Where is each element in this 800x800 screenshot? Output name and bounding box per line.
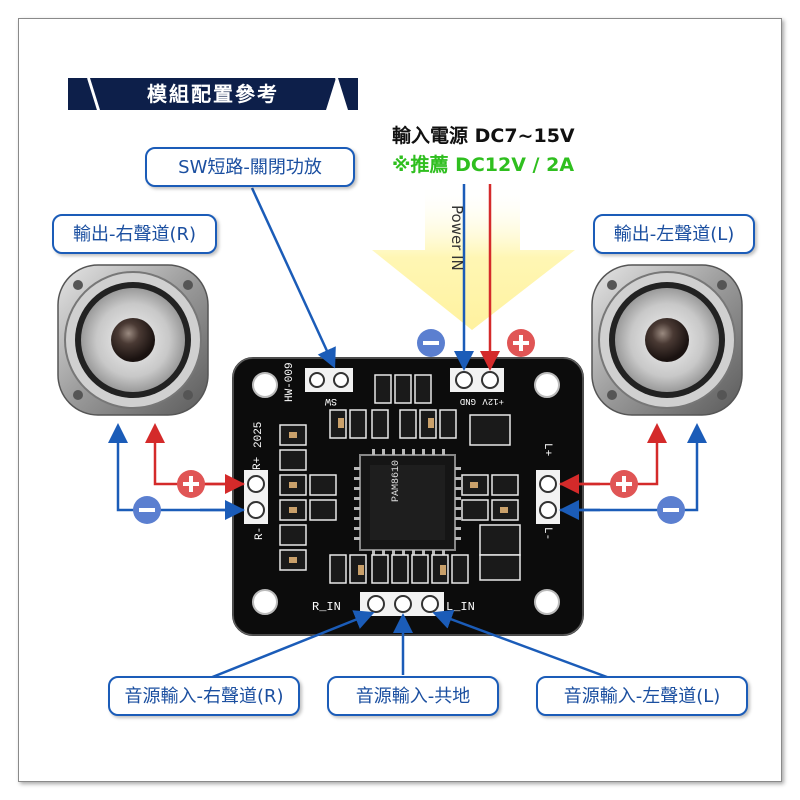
power-pins bbox=[450, 368, 504, 392]
sw-callout: SW短路-關閉功放 bbox=[145, 147, 355, 187]
sw-line bbox=[250, 187, 336, 369]
board-12v-label: +12V bbox=[482, 396, 504, 406]
in-left-line bbox=[432, 609, 616, 682]
in-right-line bbox=[204, 610, 375, 682]
board-r-plus-label: R+ bbox=[252, 457, 264, 470]
board-gnd-label: GND bbox=[460, 396, 476, 406]
board-l-in-label: L_IN bbox=[446, 600, 475, 614]
board-r-minus-label: R- bbox=[254, 527, 266, 540]
plus-icon-right bbox=[177, 470, 205, 498]
input-right-callout: 音源輸入-右聲道(R) bbox=[108, 676, 300, 716]
speaker-right-channel bbox=[57, 264, 209, 416]
minus-icon-right bbox=[133, 496, 161, 524]
board-model-label: HW-009 bbox=[284, 362, 296, 402]
output-right-callout: 輸出-右聲道(R) bbox=[52, 214, 217, 254]
right-output-pins bbox=[244, 470, 268, 524]
board-date-label: 2025 bbox=[253, 422, 265, 448]
power-input-spec: 輸入電源 DC7~15V bbox=[392, 125, 575, 147]
board-l-minus-label: L- bbox=[541, 527, 553, 540]
minus-icon-left bbox=[657, 496, 685, 524]
plus-icon-power bbox=[507, 329, 535, 357]
sw-pins bbox=[305, 368, 353, 392]
l-minus-line bbox=[560, 423, 707, 512]
minus-icon-power bbox=[417, 329, 445, 357]
title-banner bbox=[68, 78, 358, 110]
board-r-in-label: R_IN bbox=[312, 600, 341, 614]
chip-label: PAM8610 bbox=[391, 460, 402, 502]
power-in-label: Power IN bbox=[448, 205, 466, 271]
power-arrow bbox=[372, 185, 575, 330]
left-output-pins bbox=[536, 470, 560, 524]
plus-icon-left bbox=[610, 470, 638, 498]
power-recommend-spec: ※推薦 DC12V / 2A bbox=[392, 154, 575, 176]
page-title: 模組配置參考 bbox=[147, 82, 279, 106]
r-minus-line bbox=[108, 423, 244, 512]
input-gnd-callout: 音源輸入-共地 bbox=[327, 676, 499, 716]
board-l-plus-label: L+ bbox=[541, 443, 553, 456]
input-pins bbox=[360, 592, 444, 616]
output-left-callout: 輸出-左聲道(L) bbox=[593, 214, 755, 254]
speaker-left-channel bbox=[591, 264, 743, 416]
board-sw-label: SW bbox=[325, 395, 337, 406]
input-left-callout: 音源輸入-左聲道(L) bbox=[536, 676, 748, 716]
pcb-board: HW-009 SW GND +12V 2025 R+ R- L+ L- R_IN… bbox=[232, 357, 584, 636]
